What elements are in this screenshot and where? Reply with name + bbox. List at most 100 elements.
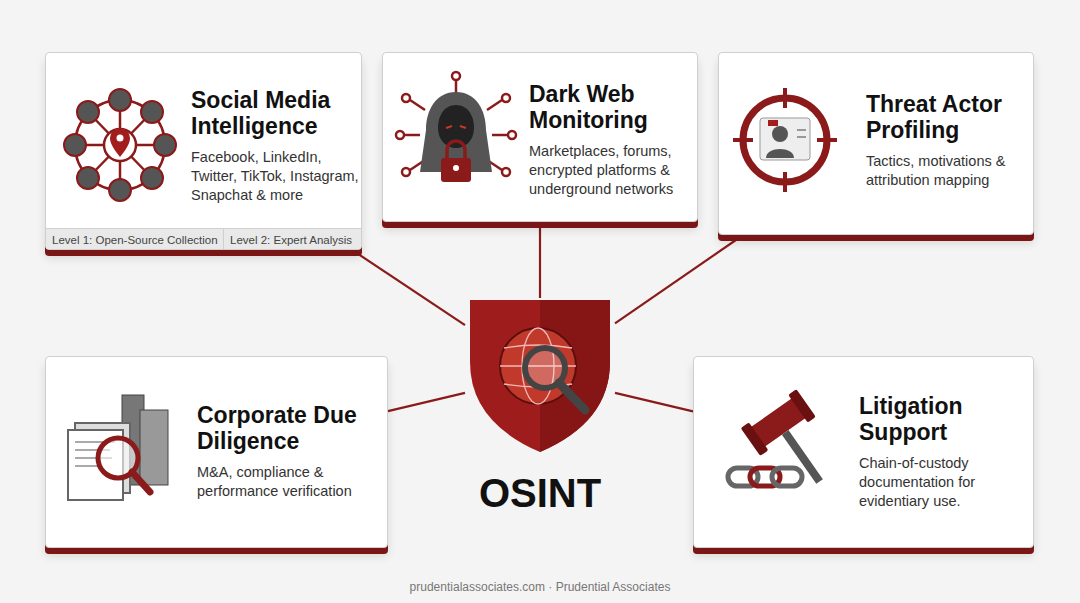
target-profile-icon-part bbox=[768, 120, 778, 126]
target-profile-icon-part bbox=[743, 98, 827, 182]
hooded-figure-icon-part bbox=[446, 126, 466, 128]
social-network-icon-part bbox=[88, 112, 120, 145]
social-network-icon-part-part bbox=[141, 167, 163, 189]
social-network-icon-part bbox=[110, 128, 130, 157]
card-description: Chain-of-custody documentation for evide… bbox=[859, 454, 1024, 511]
social-network-icon-part bbox=[75, 100, 165, 190]
social-network-icon-part bbox=[64, 89, 176, 201]
hooded-figure-icon-part-part bbox=[402, 94, 410, 102]
hooded-figure-icon-part bbox=[420, 92, 492, 172]
gavel-chain-icon-part-part bbox=[788, 389, 816, 423]
service-card: Corporate Due DiligenceM&A, compliance &… bbox=[45, 356, 388, 548]
social-network-icon-part bbox=[88, 145, 120, 178]
social-network-icon-part bbox=[120, 112, 152, 145]
connector-line bbox=[615, 393, 693, 412]
social-network-icon-part bbox=[104, 129, 136, 161]
osint-shield bbox=[470, 300, 610, 452]
hooded-figure-icon-part-part bbox=[508, 131, 516, 139]
service-card: Dark Web MonitoringMarketplaces, forums,… bbox=[382, 52, 698, 222]
hooded-figure-icon-part-part bbox=[396, 131, 404, 139]
social-network-icon-part-part bbox=[77, 101, 99, 123]
documents-building-icon-part bbox=[132, 472, 150, 492]
target-profile-icon-part bbox=[783, 172, 787, 192]
hooded-figure-icon-part-part bbox=[410, 160, 425, 170]
card-heading: Litigation Support bbox=[859, 393, 1024, 446]
card-text: Dark Web MonitoringMarketplaces, forums,… bbox=[529, 81, 691, 198]
hooded-figure-icon-part-part bbox=[487, 100, 502, 110]
social-network-icon-part-part bbox=[141, 101, 163, 123]
social-network-icon bbox=[64, 89, 176, 201]
connector-stroke bbox=[388, 393, 465, 411]
documents-building-icon-part-part bbox=[75, 449, 110, 451]
card-description: Tactics, motivations & attribution mappi… bbox=[866, 152, 1026, 190]
target-profile-icon-part bbox=[772, 126, 788, 142]
connector-line bbox=[352, 250, 465, 325]
gavel-chain-icon-part bbox=[728, 468, 802, 486]
connector-stroke bbox=[615, 235, 743, 323]
hooded-figure-icon-part-part bbox=[502, 168, 510, 176]
osint-shield-part bbox=[525, 348, 565, 388]
social-network-icon-part-part bbox=[154, 134, 176, 156]
documents-building-icon bbox=[68, 395, 168, 500]
gavel-chain-icon-part-part bbox=[728, 468, 758, 486]
gavel-chain-icon-part-part bbox=[750, 468, 780, 486]
osint-shield-part bbox=[470, 300, 610, 452]
card-heading: Social Media Intelligence bbox=[191, 87, 359, 140]
documents-building-icon-part bbox=[122, 395, 144, 485]
osint-shield-part-part bbox=[504, 345, 572, 387]
social-network-icon-part bbox=[75, 144, 120, 147]
connector-stroke bbox=[615, 393, 693, 412]
gavel-chain-icon-part-part bbox=[772, 468, 802, 486]
level-tab: Level 1: Open-Source Collection bbox=[46, 228, 223, 250]
social-network-icon-part bbox=[120, 145, 152, 178]
gavel-chain-icon bbox=[728, 389, 847, 501]
target-profile-icon-part bbox=[766, 149, 794, 158]
social-network-icon-part bbox=[119, 100, 122, 145]
target-profile-icon-part bbox=[817, 138, 837, 142]
gavel-chain-icon-part-part bbox=[741, 422, 769, 456]
hooded-figure-icon bbox=[396, 72, 516, 182]
hooded-figure-icon-part bbox=[438, 105, 474, 148]
hooded-figure-icon-part-part bbox=[452, 72, 460, 80]
osint-shield-part-part bbox=[500, 365, 576, 366]
hooded-figure-icon-part-part bbox=[402, 168, 410, 176]
osint-shield-part-part bbox=[522, 328, 554, 404]
service-card: Litigation SupportChain-of-custody docum… bbox=[693, 356, 1034, 548]
osint-shield-part bbox=[540, 300, 610, 452]
social-network-icon-part-part bbox=[64, 134, 86, 156]
target-profile-icon-part bbox=[797, 129, 806, 131]
hooded-figure-icon-part-part bbox=[455, 80, 458, 95]
documents-building-icon-part bbox=[140, 410, 168, 485]
target-profile-icon-part bbox=[783, 88, 787, 108]
hooded-figure-icon-part-part bbox=[487, 160, 502, 170]
hub-title: OSINT bbox=[465, 473, 615, 513]
hooded-figure-icon-part bbox=[447, 141, 465, 158]
hooded-figure-icon-part-part bbox=[502, 94, 510, 102]
connector-line bbox=[388, 393, 465, 411]
level-tab: Level 2: Expert Analysis bbox=[223, 228, 362, 250]
card-text: Threat Actor ProfilingTactics, motivatio… bbox=[866, 91, 1026, 190]
card-heading: Dark Web Monitoring bbox=[529, 81, 691, 134]
connector-stroke bbox=[352, 250, 465, 325]
gavel-chain-icon-part-part bbox=[782, 430, 823, 484]
card-description: M&A, compliance & performance verificati… bbox=[197, 463, 365, 501]
documents-building-icon-part bbox=[68, 430, 123, 500]
gavel-chain-icon-part bbox=[741, 389, 848, 501]
social-network-icon-part bbox=[120, 144, 165, 147]
documents-building-icon-part bbox=[98, 438, 138, 478]
hooded-figure-icon-part-part bbox=[492, 134, 508, 137]
documents-building-icon-part-part bbox=[75, 465, 100, 467]
target-profile-icon bbox=[733, 88, 837, 192]
documents-building-icon-part bbox=[75, 423, 130, 493]
connector-line bbox=[540, 222, 541, 298]
hooded-figure-icon-part bbox=[396, 72, 516, 176]
target-profile-icon-part bbox=[760, 118, 810, 160]
card-description: Facebook, LinkedIn, Twitter, TikTok, Ins… bbox=[191, 148, 359, 205]
social-network-icon-part bbox=[119, 145, 122, 190]
documents-building-icon-part-part bbox=[75, 457, 112, 459]
connector-line bbox=[615, 235, 743, 323]
target-profile-icon-part bbox=[797, 136, 806, 138]
social-network-icon-part-part bbox=[109, 179, 131, 201]
